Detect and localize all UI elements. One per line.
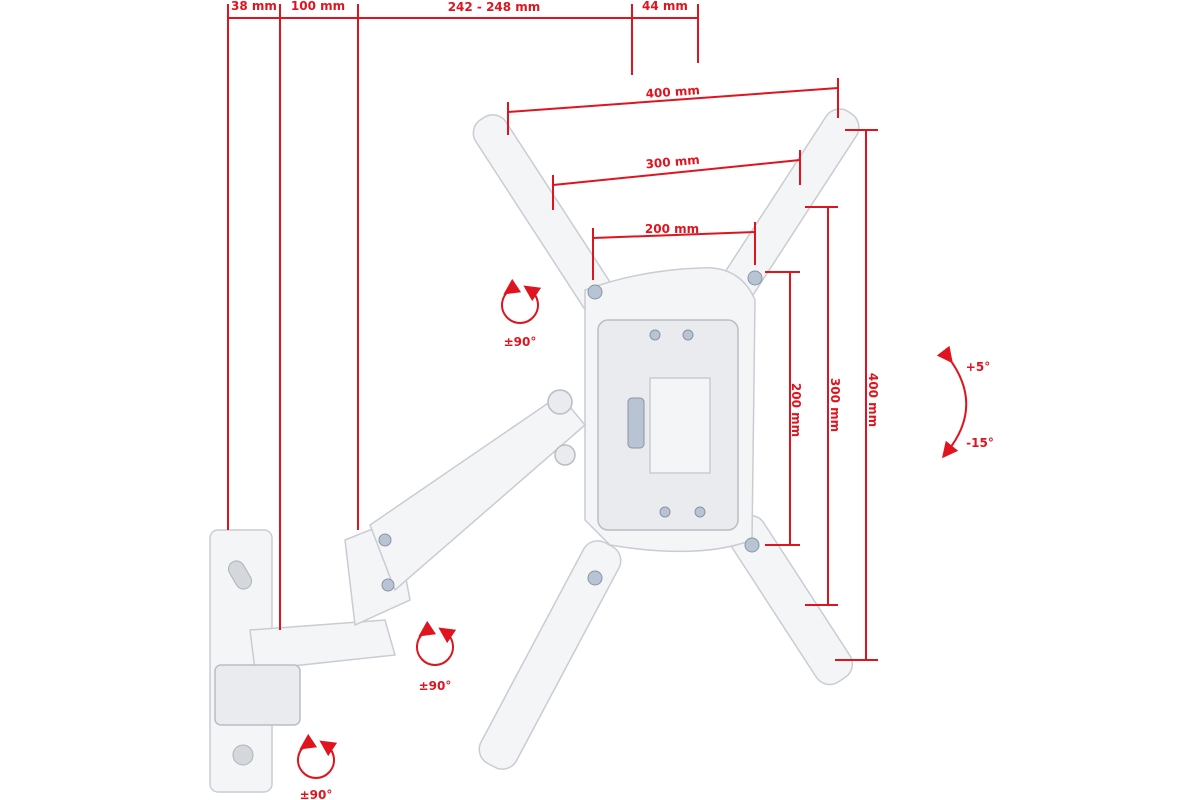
vesa-horizontal-dimensions: 400 mm 300 mm 200 mm	[507, 78, 839, 280]
screw	[649, 329, 661, 341]
vesa-h-300: 300 mm	[645, 153, 700, 172]
screw	[694, 506, 706, 518]
rotation-label: ±90°	[504, 335, 537, 349]
vesa-v-400: 400 mm	[866, 373, 880, 427]
tilt-arc-icon	[936, 345, 968, 459]
screw	[747, 270, 763, 286]
screw	[378, 533, 392, 547]
screw	[659, 506, 671, 518]
tilt-indicator: +5° -15°	[936, 345, 994, 459]
arm-pivot	[547, 389, 573, 415]
arm-pivot	[554, 444, 576, 466]
vesa-v-300: 300 mm	[828, 378, 842, 432]
rotation-indicator-wall: ±90°	[297, 733, 338, 800]
dim-38: 38 mm	[231, 0, 277, 13]
rotation-indicator-plate: ±90°	[501, 278, 542, 349]
rotation-label: ±90°	[419, 679, 452, 693]
screw	[587, 570, 603, 586]
gas-spring-arm	[369, 393, 587, 592]
vesa-v-200: 200 mm	[789, 383, 803, 437]
tilt-hinge	[627, 397, 645, 449]
tilt-up-label: +5°	[966, 360, 990, 374]
screw	[744, 537, 760, 553]
rotate-arrows-icon	[416, 620, 457, 666]
vesa-h-400: 400 mm	[645, 83, 700, 101]
rotate-arrows-icon	[297, 733, 338, 779]
top-dimensions: 38 mm 100 mm 242 - 248 mm 44 mm	[227, 0, 699, 630]
rotation-label: ±90°	[300, 788, 333, 800]
dim-100: 100 mm	[291, 0, 345, 13]
rotate-arrows-icon	[501, 278, 542, 324]
rotation-indicator-elbow: ±90°	[416, 620, 457, 693]
screw	[682, 329, 694, 341]
plate-slot	[649, 377, 711, 474]
wall-arm	[249, 619, 396, 671]
mount-illustration	[209, 108, 860, 793]
vesa-vertical-dimensions: 200 mm 300 mm 400 mm	[765, 129, 880, 661]
screw	[381, 578, 395, 592]
vesa-h-200: 200 mm	[645, 222, 699, 236]
vesa-arm-bottom-left	[478, 540, 622, 770]
dim-242-248: 242 - 248 mm	[448, 0, 541, 14]
mounting-hole	[232, 744, 254, 766]
tilt-down-label: -15°	[966, 436, 994, 450]
dim-44: 44 mm	[642, 0, 688, 13]
wall-swivel	[214, 664, 301, 726]
screw	[587, 284, 603, 300]
mounting-slot	[228, 560, 252, 590]
